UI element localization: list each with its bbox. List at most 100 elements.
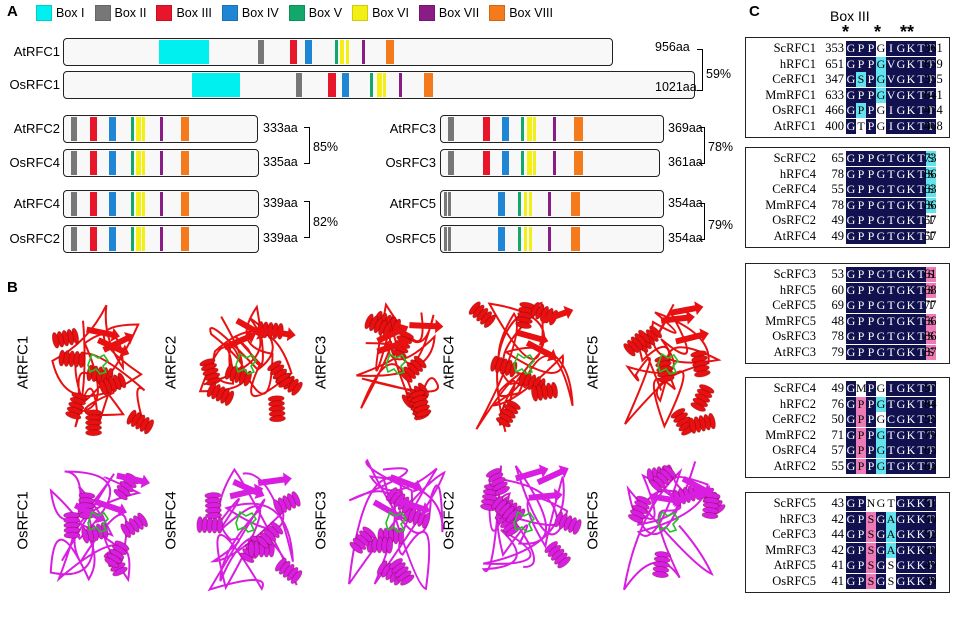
residue: G bbox=[846, 396, 856, 412]
sequence-name: AtRFC1 bbox=[773, 118, 816, 133]
sequence-name: CeRFC1 bbox=[772, 72, 816, 86]
residue: S bbox=[926, 151, 936, 166]
conserved-box-4 bbox=[498, 192, 505, 216]
protein-label: OsRFC1 bbox=[9, 77, 60, 92]
sequence-name: MmRFC3 bbox=[765, 542, 816, 557]
sequence-name: CeRFC3 bbox=[772, 527, 816, 541]
conserved-box-5 bbox=[131, 192, 134, 216]
protein-length: 333aa bbox=[263, 121, 298, 135]
conserved-box-8 bbox=[181, 151, 189, 175]
conserved-box-8 bbox=[571, 227, 580, 251]
legend-item: Box III bbox=[156, 5, 212, 21]
conserved-box-7 bbox=[548, 227, 551, 251]
residue: T bbox=[926, 103, 936, 118]
legend-label: Box IV bbox=[241, 6, 279, 20]
residue: P bbox=[866, 118, 876, 134]
residue: T bbox=[916, 72, 926, 87]
alignment-title: Box III bbox=[830, 8, 870, 24]
residue: G bbox=[846, 329, 856, 344]
sequence-name: OsRFC4 bbox=[772, 443, 816, 457]
residue: P bbox=[866, 427, 876, 443]
conserved-box-3 bbox=[90, 117, 97, 141]
conserved-box-7 bbox=[160, 192, 163, 216]
sequence-name: OsRFC1 bbox=[772, 103, 816, 117]
residue: S bbox=[926, 166, 936, 182]
residue: M bbox=[856, 381, 867, 396]
residue: P bbox=[866, 412, 876, 427]
conserved-box-6 bbox=[142, 117, 145, 141]
residue: T bbox=[926, 542, 936, 558]
residue: G bbox=[846, 87, 856, 103]
residue: T bbox=[926, 511, 936, 527]
residue: T bbox=[886, 151, 896, 166]
residue: P bbox=[866, 344, 876, 360]
residue: G bbox=[876, 381, 886, 396]
protein-label: OsRFC3 bbox=[385, 155, 436, 170]
conserved-box-2 bbox=[448, 117, 454, 141]
legend-swatch bbox=[36, 5, 52, 21]
identity-rfc3-rfc3: 78% bbox=[708, 140, 734, 154]
sequence-name: ScRFC2 bbox=[773, 151, 816, 165]
residue: K bbox=[906, 166, 916, 182]
residue: K bbox=[906, 182, 916, 197]
residue: G bbox=[846, 166, 856, 182]
protein-3d-structure bbox=[338, 450, 458, 605]
bracket-rfc2-rfc4 bbox=[304, 127, 310, 164]
residue: P bbox=[866, 56, 876, 72]
residue: P bbox=[856, 496, 866, 511]
sequence-name: hRFC5 bbox=[779, 282, 816, 297]
residue: A bbox=[886, 542, 896, 558]
protein-3d-structure bbox=[40, 292, 160, 447]
residue: P bbox=[856, 298, 866, 313]
sequence-end: 68 bbox=[924, 282, 937, 297]
sequence-start: 466 bbox=[825, 103, 844, 117]
conserved-box-4 bbox=[502, 117, 509, 141]
legend-swatch bbox=[489, 5, 506, 21]
residue: T bbox=[886, 228, 896, 244]
conserved-box-3 bbox=[328, 73, 336, 97]
protein-label: AtRFC4 bbox=[13, 196, 60, 211]
residue: K bbox=[906, 344, 916, 360]
sequence-start: 347 bbox=[825, 72, 844, 86]
residue: K bbox=[906, 381, 916, 396]
residue: G bbox=[846, 118, 856, 134]
sequence-end: 77 bbox=[924, 298, 937, 312]
sequence-name: MmRFC5 bbox=[765, 313, 816, 328]
residue: G bbox=[876, 527, 886, 542]
residue: K bbox=[906, 573, 916, 589]
residue: P bbox=[856, 103, 866, 118]
residue: G bbox=[896, 282, 906, 298]
residue: G bbox=[876, 496, 886, 511]
residue: G bbox=[896, 412, 906, 427]
residue: K bbox=[906, 458, 916, 474]
residue: P bbox=[866, 166, 876, 182]
residue: G bbox=[846, 103, 856, 118]
conserved-box-2 bbox=[71, 117, 77, 141]
residue: T bbox=[886, 197, 896, 213]
residue: G bbox=[876, 103, 886, 118]
residue: G bbox=[896, 56, 906, 72]
sequence-end: 87 bbox=[924, 344, 937, 359]
residue: T bbox=[916, 396, 926, 412]
sequence-start: 353 bbox=[825, 41, 844, 55]
conserved-box-6 bbox=[527, 151, 532, 175]
sequence-end: 361 bbox=[924, 41, 943, 55]
bracket-rfc3-rfc3 bbox=[699, 127, 705, 164]
legend-item: Box I bbox=[36, 5, 85, 21]
sequence-end: 61 bbox=[924, 267, 937, 281]
residue: G bbox=[876, 56, 886, 72]
residue: P bbox=[866, 443, 876, 458]
legend-swatch bbox=[352, 5, 369, 21]
conserved-box-4 bbox=[498, 227, 505, 251]
